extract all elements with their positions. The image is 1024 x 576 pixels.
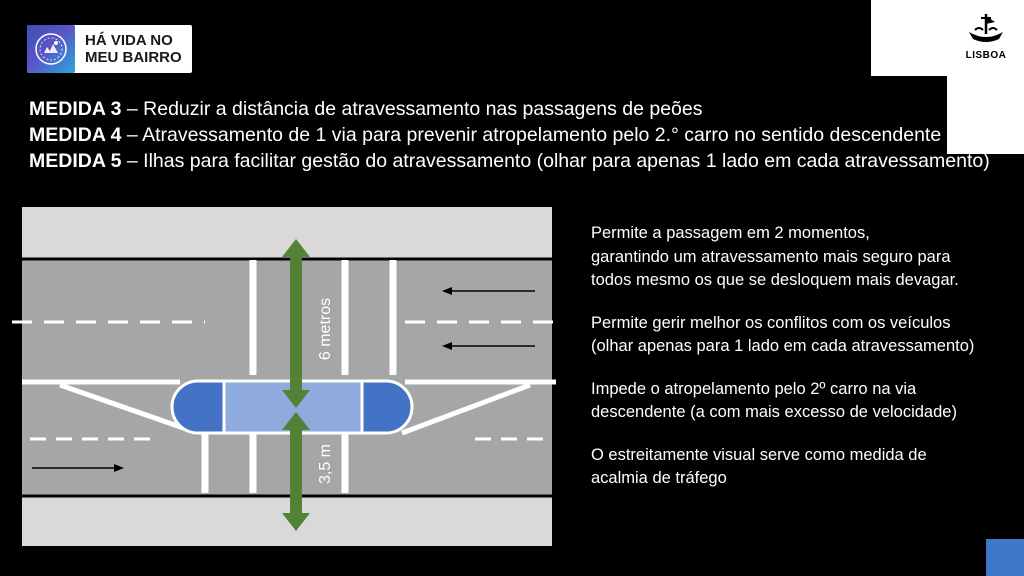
upper-measure-label: 6 metros bbox=[317, 298, 334, 360]
medida-title: MEDIDA 5 bbox=[29, 150, 122, 172]
medida-line: MEDIDA 3 – Reduzir a distância de atrave… bbox=[29, 96, 989, 122]
medida-title: MEDIDA 3 bbox=[29, 98, 122, 120]
top-sidewalk bbox=[22, 207, 552, 259]
island-end-right bbox=[360, 379, 414, 435]
project-name-line1: HÁ VIDA NO bbox=[85, 32, 173, 49]
lisboa-logo-panel-extension bbox=[947, 76, 1024, 154]
traffic-arrow-westbound-upper bbox=[442, 287, 535, 295]
lower-measure-label: 3,5 m bbox=[317, 444, 334, 484]
measure-arrow-upper bbox=[282, 239, 310, 408]
explanation-item: O estreitamente visual serve como medida… bbox=[591, 444, 1011, 491]
traffic-arrow-westbound-lower bbox=[442, 342, 535, 350]
lisboa-label: LISBOA bbox=[965, 50, 1007, 61]
measure-arrow-lower bbox=[282, 412, 310, 531]
island-end-left bbox=[170, 379, 226, 435]
explanation-line: acalmia de tráfego bbox=[591, 469, 727, 487]
explanation-line: garantindo um atravessamento mais seguro… bbox=[591, 247, 951, 266]
lisboa-logo: LISBOA bbox=[962, 12, 1010, 66]
explanation-item: Permite a passagem em 2 momentos, garant… bbox=[591, 222, 1011, 293]
explanation-line: (olhar apenas para 1 lado em cada atrave… bbox=[591, 337, 975, 355]
project-name-line2: MEU BAIRRO bbox=[85, 49, 182, 66]
project-badge: HÁ VIDA NO MEU BAIRRO bbox=[27, 25, 192, 73]
explanation-line: Impede o atropelamento pelo 2º carro na … bbox=[591, 379, 917, 398]
explanation-item: Impede o atropelamento pelo 2º carro na … bbox=[591, 378, 1011, 425]
medida-text: – Ilhas para facilitar gestão do atraves… bbox=[121, 150, 990, 172]
crossing-diagram: 6 metros 3,5 m bbox=[12, 207, 556, 546]
explanation-line: Permite gerir melhor os conflitos com os… bbox=[591, 313, 951, 332]
medida-text: – Reduzir a distância de atravessamento … bbox=[121, 98, 703, 120]
explanation-line: descendente (a com mais excesso de veloc… bbox=[591, 403, 957, 421]
explanation-list: Permite a passagem em 2 momentos, garant… bbox=[591, 222, 1011, 510]
project-logo-icon bbox=[27, 25, 75, 73]
medida-text: – Atravessamento de 1 via para prevenir … bbox=[121, 124, 942, 146]
bottom-sidewalk bbox=[22, 496, 552, 546]
medida-line: MEDIDA 4 – Atravessamento de 1 via para … bbox=[29, 122, 989, 148]
traffic-arrow-eastbound bbox=[32, 464, 124, 472]
explanation-line: todos mesmo os que se desloquem mais dev… bbox=[591, 271, 959, 289]
road bbox=[22, 259, 552, 496]
taper-line-right bbox=[401, 382, 531, 436]
project-name: HÁ VIDA NO MEU BAIRRO bbox=[85, 32, 182, 66]
medida-title: MEDIDA 4 bbox=[29, 124, 122, 146]
explanation-line: Permite a passagem em 2 momentos, bbox=[591, 224, 870, 242]
corner-accent-square bbox=[986, 539, 1024, 576]
medida-line: MEDIDA 5 – Ilhas para facilitar gestão d… bbox=[29, 148, 990, 174]
explanation-line: O estreitamente visual serve como medida… bbox=[591, 445, 927, 464]
explanation-item: Permite gerir melhor os conflitos com os… bbox=[591, 312, 1011, 359]
taper-line-left bbox=[59, 382, 196, 435]
lisboa-ship-icon bbox=[969, 14, 1003, 42]
medidas-list: MEDIDA 3 – Reduzir a distância de atrave… bbox=[29, 96, 990, 174]
